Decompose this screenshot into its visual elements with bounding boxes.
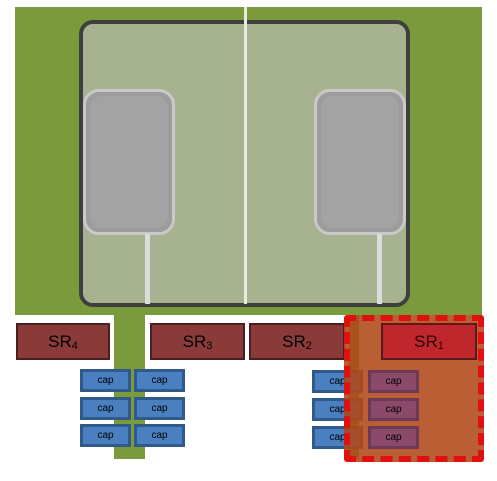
lead-right xyxy=(377,234,382,304)
cap-label: cap xyxy=(385,376,402,387)
cap-right-r3c2: cap xyxy=(368,426,419,449)
sr3-label-sub: 3 xyxy=(206,339,213,352)
cap-label: cap xyxy=(329,376,346,387)
sr2-label-base: SR xyxy=(282,331,306,351)
cap-label: cap xyxy=(151,403,168,414)
cap-label: cap xyxy=(97,375,114,386)
pad-right xyxy=(314,89,406,235)
lead-left xyxy=(145,234,150,304)
pad-left xyxy=(83,89,175,235)
cap-label: cap xyxy=(385,432,402,443)
cap-left-r2c2: cap xyxy=(134,397,185,420)
cap-left-r3c2: cap xyxy=(134,424,185,447)
cap-label: cap xyxy=(97,403,114,414)
sr4-label-base: SR xyxy=(48,331,72,351)
cap-right-r1c2: cap xyxy=(368,370,419,393)
sr1-label-base: SR xyxy=(414,331,438,351)
cap-label: cap xyxy=(329,404,346,415)
cap-left-r1c1: cap xyxy=(80,369,131,392)
sr1-label-sub: 1 xyxy=(437,339,444,352)
cap-label: cap xyxy=(385,404,402,415)
cap-label: cap xyxy=(151,430,168,441)
cap-left-r3c1: cap xyxy=(80,424,131,447)
center-divider xyxy=(244,7,247,304)
sr4-label-sub: 4 xyxy=(71,339,78,352)
sr3-label-base: SR xyxy=(182,331,207,351)
cap-right-r2c2: cap xyxy=(368,398,419,421)
cap-label: cap xyxy=(97,430,114,441)
cap-left-r2c1: cap xyxy=(80,397,131,420)
cap-label: cap xyxy=(329,432,346,443)
cap-label: cap xyxy=(151,375,168,386)
sr2-label-sub: 2 xyxy=(305,339,312,352)
cap-left-r1c2: cap xyxy=(134,369,185,392)
